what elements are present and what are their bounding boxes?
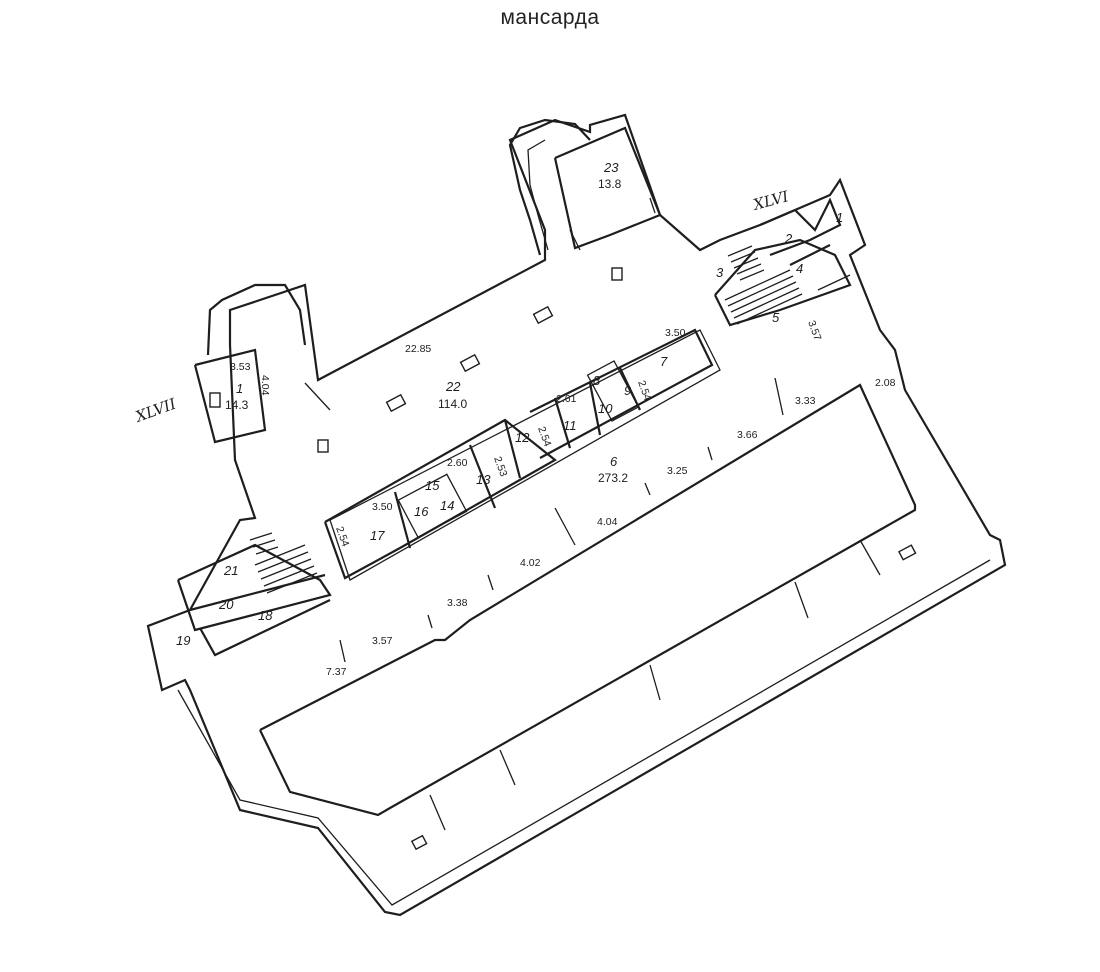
room-number: 15 [425,478,440,493]
dimension-label: 4.04 [259,375,271,396]
section-mark-xlvii: XLVII [132,394,179,426]
room-number: 10 [598,401,613,416]
room-number: 6 [610,454,618,469]
room-area: 114.0 [438,397,467,411]
left-tower [206,283,307,356]
dimension-ticks [304,197,881,831]
room-number: 1 [836,210,843,225]
dimension-label: 2.08 [875,377,896,389]
section-mark-xlvi: XLVI [750,187,791,214]
room-number: 19 [176,633,190,648]
inner-light-well [259,383,917,817]
dimension-label: 3.50 [665,327,686,339]
room-number: 14 [440,498,454,513]
dimension-label: 3.57 [805,319,823,342]
room-number: 23 [603,160,619,175]
top-tower-inner [527,139,549,251]
room-area: 13.8 [598,177,622,191]
room-number: 12 [515,430,530,445]
outer-offset [177,559,991,906]
room-area: 14.3 [225,398,249,412]
dimension-label: 2.61 [556,393,577,405]
room-number: 17 [370,528,385,543]
room-number: 22 [445,379,461,394]
dimension-label: 3.33 [795,395,816,407]
room-labels: 1 14.3 1 2 3 4 5 6 273.2 7 8 9 10 11 12 … [176,160,843,648]
dimension-label: 3.66 [737,429,758,441]
room-number: 1 [236,381,243,396]
room-number: 16 [414,504,429,519]
dimension-label: 4.02 [520,557,541,569]
room-number: 9 [624,383,631,398]
exterior-walls [146,113,1007,917]
dimension-label: 2.60 [447,457,468,469]
room-number: 4 [796,261,803,276]
room-area: 273.2 [598,471,628,485]
dimension-label: 22.85 [405,343,431,355]
room-number: 20 [218,597,234,612]
dimension-label: 4.04 [597,516,618,528]
room-number: 7 [660,354,668,369]
dimension-label: 3.50 [372,501,393,513]
room-number: 5 [772,310,780,325]
room-number: 3 [716,265,724,280]
dimension-label: 2.54 [635,379,653,402]
room-number: 18 [258,608,273,623]
room-number: 2 [784,231,793,246]
dimension-label: 3.57 [372,635,393,647]
dimension-label: 2.53 [491,455,509,478]
dimension-label: 3.25 [667,465,688,477]
interior-walls [176,126,852,657]
page-title: мансарда [500,6,600,29]
tower-bays [206,118,591,356]
dimension-label: 2.54 [535,425,553,448]
room-number: 11 [563,418,577,433]
north-wall [146,113,1007,917]
dimension-label: 3.53 [230,361,251,373]
roof-edge [329,329,721,581]
stairs [249,245,803,594]
dimension-label: 3.38 [447,597,468,609]
room-number: 8 [593,373,601,388]
room-number: 21 [223,563,238,578]
dimension-label: 7.37 [326,666,347,678]
columns [209,267,917,851]
room-number: 13 [476,472,491,487]
top-tower [508,118,591,256]
